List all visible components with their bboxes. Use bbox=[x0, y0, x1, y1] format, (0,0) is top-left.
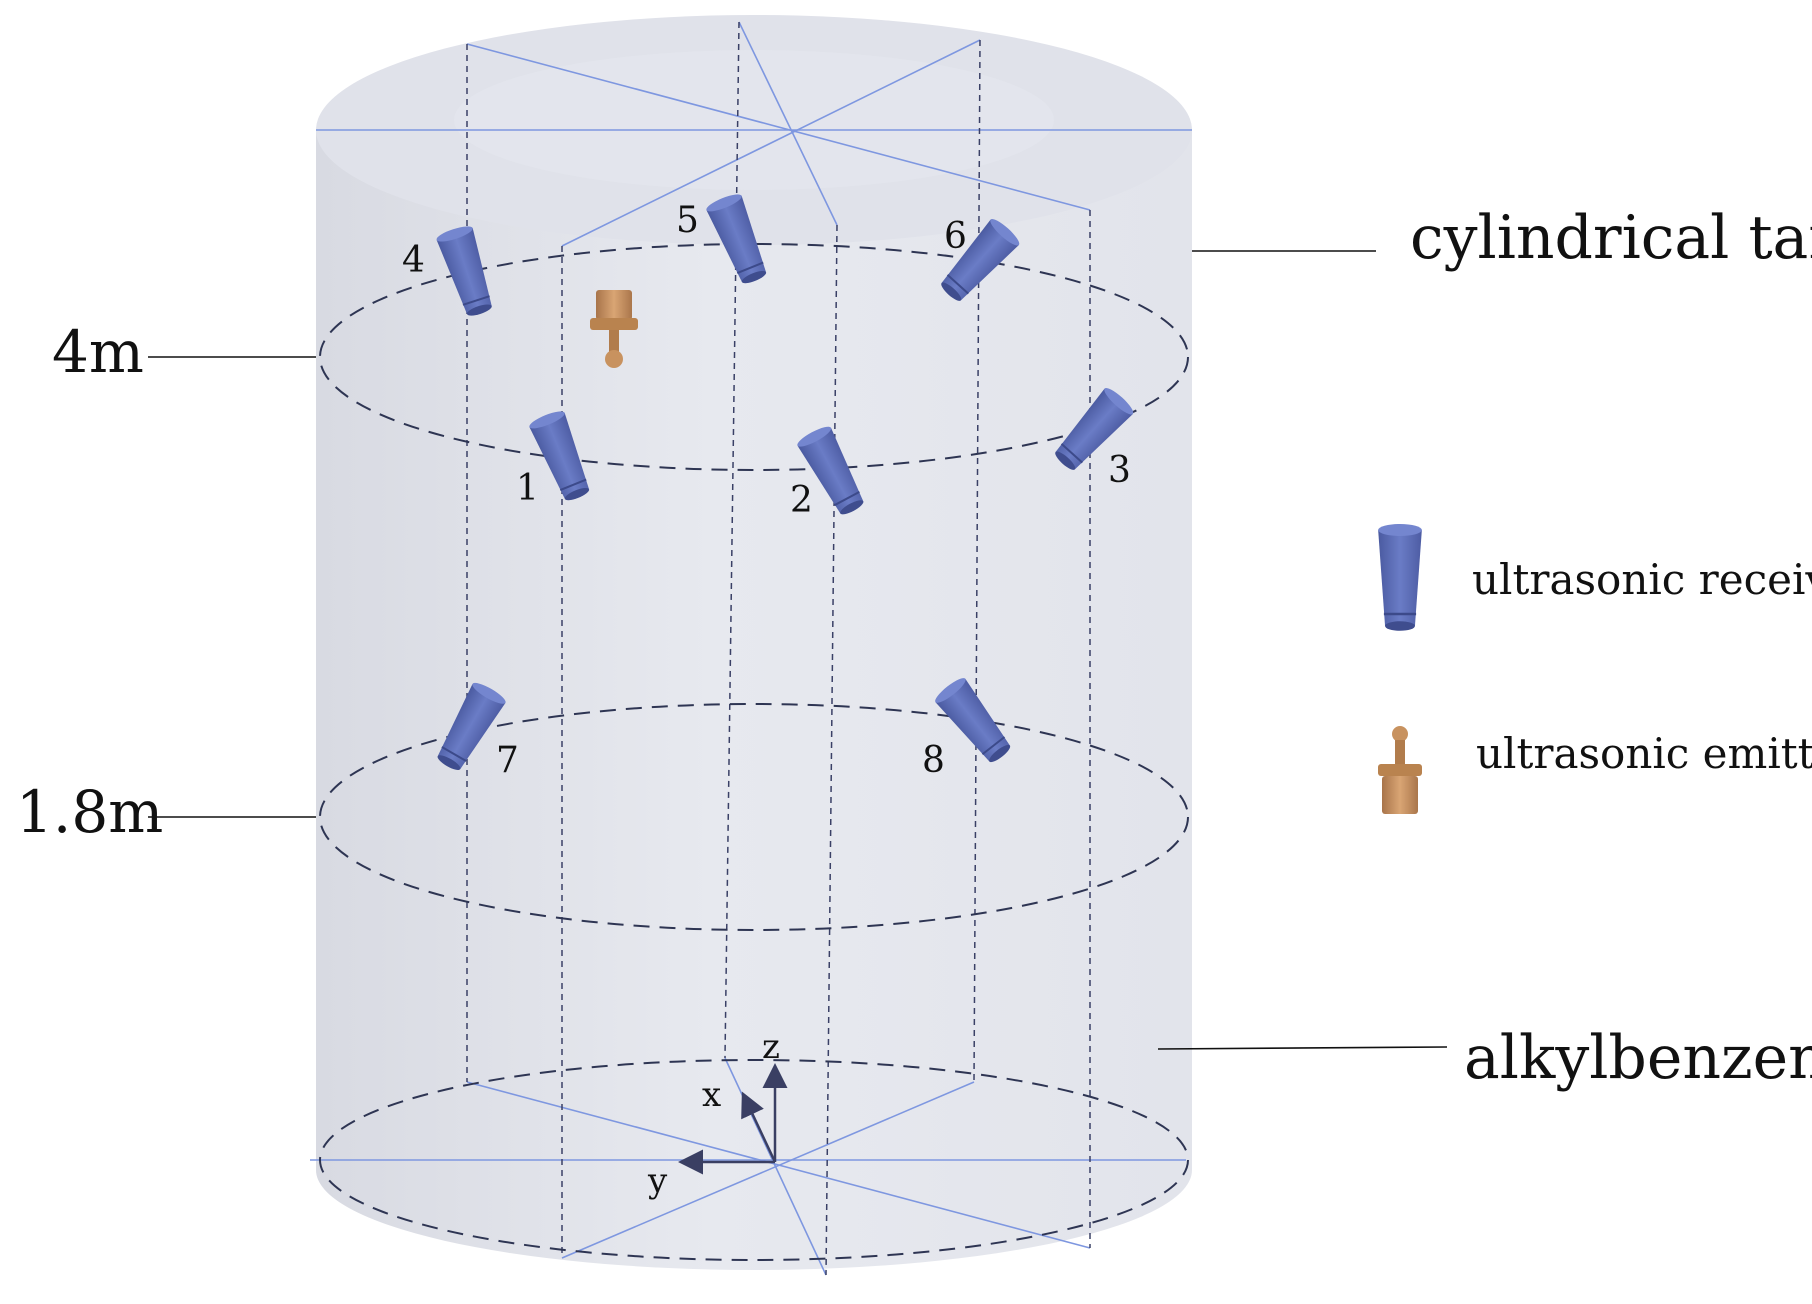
legend-emitter-label: ultrasonic emitter bbox=[1476, 729, 1812, 778]
receiver-label-3: 3 bbox=[1108, 450, 1131, 491]
ultrasonic-emitter bbox=[590, 290, 638, 368]
ring-1.8m bbox=[319, 703, 1189, 931]
legend: ultrasonic receivers ultrasonic emitter bbox=[1376, 522, 1812, 814]
x-axis-label: x bbox=[702, 1075, 721, 1115]
legend-emitter-icon bbox=[1378, 726, 1422, 814]
ring-base bbox=[319, 1059, 1189, 1261]
ring-4m bbox=[319, 243, 1189, 471]
y-axis-label: y bbox=[647, 1161, 668, 1201]
receiver-label-8: 8 bbox=[922, 740, 945, 781]
grid-lines bbox=[310, 21, 1192, 1276]
receiver-label-4: 4 bbox=[402, 240, 425, 281]
callout-cylindrical-tank: cylindrical tank bbox=[1410, 203, 1812, 273]
height-label-1.8m: 1.8m bbox=[16, 778, 163, 846]
x-axis bbox=[741, 1091, 777, 1163]
tank-body bbox=[316, 130, 1192, 1270]
z-axis-label: z bbox=[762, 1027, 780, 1067]
receiver-label-1: 1 bbox=[516, 468, 539, 509]
legend-receiver-icon bbox=[1376, 522, 1424, 632]
receiver-label-6: 6 bbox=[944, 216, 967, 257]
receiver-label-5: 5 bbox=[676, 200, 699, 241]
legend-receivers-label: ultrasonic receivers bbox=[1472, 555, 1812, 604]
cylindrical-tank bbox=[316, 15, 1192, 1270]
height-label-4m: 4m bbox=[52, 318, 144, 386]
coordinate-axes bbox=[678, 1063, 788, 1175]
receiver-label-2: 2 bbox=[790, 480, 813, 521]
callout-alkylbenzene: alkylbenzene bbox=[1464, 1023, 1812, 1093]
height-rings bbox=[319, 243, 1189, 1261]
leader-lines bbox=[148, 250, 1448, 1050]
receiver-label-7: 7 bbox=[496, 740, 519, 781]
